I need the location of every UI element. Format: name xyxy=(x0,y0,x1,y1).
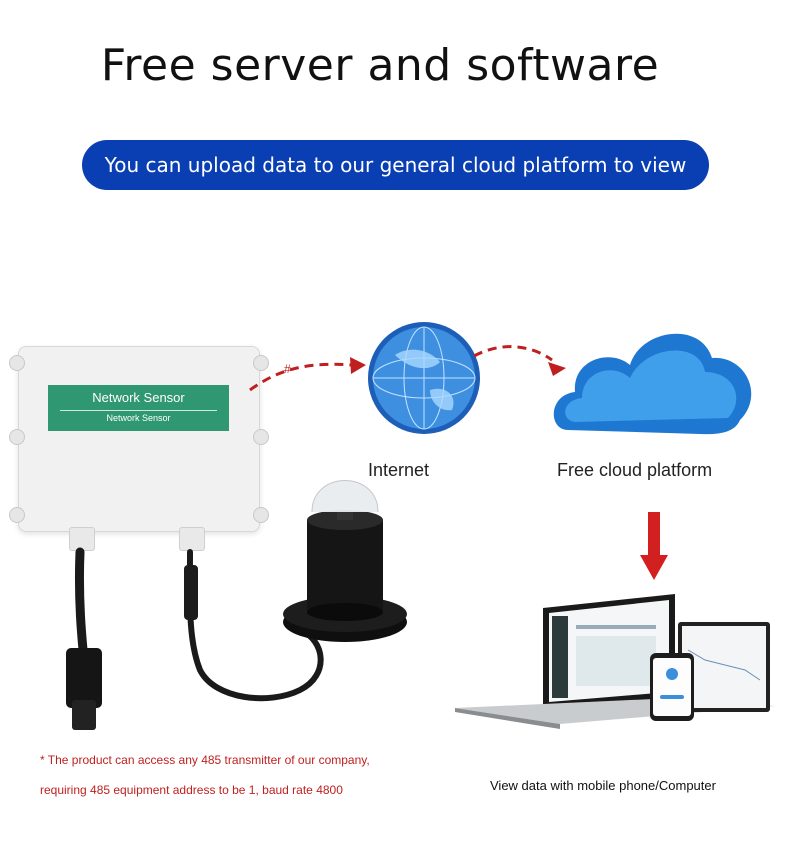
mount-ear xyxy=(9,507,25,523)
cable-gland xyxy=(179,527,205,551)
sensor-label-main: Network Sensor xyxy=(92,390,185,405)
radiation-sensor-icon xyxy=(283,480,407,642)
monitor-icon xyxy=(678,622,770,712)
down-arrow-icon xyxy=(640,512,668,580)
mount-ear xyxy=(253,507,269,523)
dashed-arrow-to-cloud xyxy=(473,345,566,376)
info-banner: You can upload data to our general cloud… xyxy=(82,140,709,227)
network-sensor-box: Network Sensor Network Sensor xyxy=(9,346,269,551)
view-data-label: View data with mobile phone/Computer xyxy=(490,778,716,793)
phone-icon xyxy=(650,653,694,721)
page-title: Free server and software xyxy=(100,40,660,91)
compatibility-note-line1: * The product can access any 485 transmi… xyxy=(40,753,370,767)
mount-ear xyxy=(9,429,25,445)
globe-icon xyxy=(368,322,480,434)
dashed-arrow-to-internet xyxy=(249,357,366,392)
compatibility-note-line2: requiring 485 equipment address to be 1,… xyxy=(40,783,343,797)
dashed-arrow-mark: # xyxy=(284,362,291,376)
mount-ear xyxy=(9,355,25,371)
sensor-label-sub: Network Sensor xyxy=(106,413,171,423)
mount-ear xyxy=(253,429,269,445)
internet-label: Internet xyxy=(368,460,430,480)
connector-icon xyxy=(66,565,198,730)
mount-ear xyxy=(253,355,269,371)
laptop-icon xyxy=(455,594,775,729)
cloud-icon xyxy=(553,333,752,435)
sensor-label-panel: Network Sensor Network Sensor xyxy=(48,385,229,431)
cloud-platform-label: Free cloud platform xyxy=(557,460,713,480)
label-divider xyxy=(60,410,217,411)
